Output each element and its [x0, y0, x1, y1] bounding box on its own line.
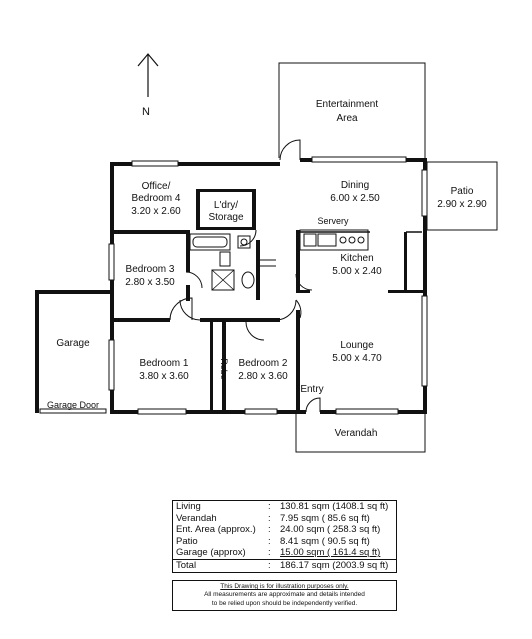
floor-plan: N: [35, 53, 498, 453]
lounge-label: Lounge: [340, 340, 374, 351]
disclaimer-line-2: All measurements are approximate and det…: [204, 591, 365, 599]
area-row-name: Garage (approx): [176, 547, 246, 559]
north-arrow-icon: [137, 53, 159, 97]
kitchen-label: Kitchen: [340, 253, 373, 264]
laundry-label-2: Storage: [208, 212, 243, 223]
entertainment-area-outline: [278, 62, 426, 158]
disclaimer-line-1: This Drawing is for illustration purpose…: [220, 583, 349, 590]
bedroom2-size: 2.80 x 3.60: [238, 371, 288, 382]
servery-label: Servery: [317, 216, 349, 226]
garage-walls: [35, 290, 113, 414]
bedroom1-size: 3.80 x 3.60: [139, 371, 189, 382]
garage-door-label: Garage Door: [47, 400, 99, 410]
area-row-patio: Patio : 8.41 sqm ( 90.5 sq ft): [173, 536, 396, 548]
area-row-name: Verandah: [176, 512, 217, 524]
dining-size: 6.00 x 2.50: [330, 193, 380, 204]
area-row-value: 15.00 sqm ( 161.4 sq ft): [280, 547, 381, 559]
bedroom1-label: Bedroom 1: [140, 358, 189, 369]
door-swings: [169, 139, 321, 413]
area-total-value: 186.17 sqm (2003.9 sq ft): [280, 559, 389, 571]
disclaimer-line-3: to be relied upon should be independentl…: [211, 599, 358, 607]
area-row-value: 7.95 sqm ( 85.6 sq ft): [280, 512, 370, 524]
area-schedule-table: Living : 130.81 sqm (1408.1 sq ft) Veran…: [172, 500, 397, 573]
area-row-value: 24.00 sqm ( 258.3 sq ft): [280, 524, 381, 536]
area-row-total: Total : 186.17 sqm (2003.9 sq ft): [173, 558, 396, 572]
laundry-label-1: L'dry/: [214, 200, 238, 211]
kitchen-size: 5.00 x 2.40: [332, 266, 382, 277]
entertainment-label-1: Entertainment: [316, 99, 378, 110]
area-row-value: 8.41 sqm ( 90.5 sq ft): [280, 535, 370, 547]
windows: [108, 156, 428, 415]
patio-label: Patio: [451, 186, 474, 197]
area-total-name: Total: [176, 559, 197, 571]
entry-label: Entry: [300, 384, 323, 395]
bathroom-fixtures: [189, 233, 276, 291]
bedroom2-label: Bedroom 2: [239, 358, 288, 369]
verandah-outline: [295, 412, 426, 453]
area-row-name: Ent. Area (approx.): [176, 524, 256, 536]
bedroom3-size: 2.80 x 3.50: [125, 277, 175, 288]
area-row-living: Living : 130.81 sqm (1408.1 sq ft): [173, 501, 396, 513]
entertainment-label-2: Area: [336, 113, 358, 124]
garage-label: Garage: [56, 338, 90, 349]
dining-label: Dining: [341, 180, 369, 191]
area-row-name: Living: [176, 501, 201, 512]
bedroom3-label: Bedroom 3: [126, 264, 175, 275]
verandah-label: Verandah: [335, 428, 378, 439]
area-row-garage: Garage (approx) : 15.00 sqm ( 161.4 sq f…: [173, 547, 396, 559]
robe-label: Robe: [219, 358, 229, 380]
lounge-size: 5.00 x 4.70: [332, 353, 382, 364]
interior-walls: [110, 189, 426, 414]
area-row-ent-area: Ent. Area (approx.) : 24.00 sqm ( 258.3 …: [173, 524, 396, 536]
office-label-1: Office/: [142, 181, 171, 192]
office-label-2: Bedroom 4: [132, 193, 181, 204]
office-size: 3.20 x 2.60: [131, 206, 181, 217]
area-row-name: Patio: [176, 535, 198, 547]
area-row-verandah: Verandah : 7.95 sqm ( 85.6 sq ft): [173, 513, 396, 525]
kitchen-fixtures: [296, 229, 422, 251]
north-label: N: [142, 106, 150, 118]
area-row-value: 130.81 sqm (1408.1 sq ft): [280, 501, 389, 512]
patio-size: 2.90 x 2.90: [437, 199, 487, 210]
disclaimer-box: This Drawing is for illustration purpose…: [172, 580, 397, 612]
